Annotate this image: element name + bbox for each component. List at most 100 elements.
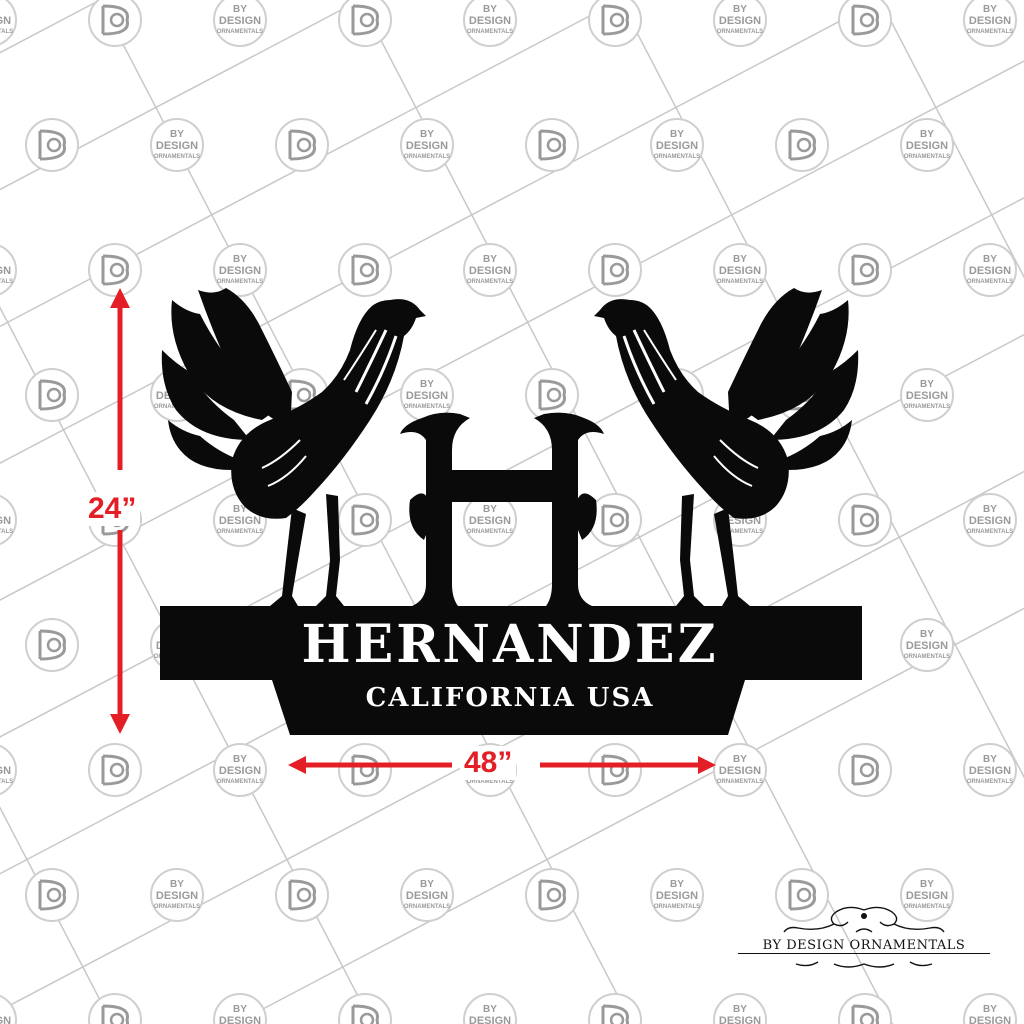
svg-text:DESIGN: DESIGN (219, 765, 261, 777)
height-dimension-arrow (110, 288, 130, 734)
svg-text:DESIGN: DESIGN (719, 15, 761, 27)
watermark-logo-icon (775, 118, 829, 172)
watermark-line (879, 0, 1024, 279)
svg-text:ORNAMENTALS: ORNAMENTALS (404, 904, 450, 910)
svg-text:ORNAMENTALS: ORNAMENTALS (717, 279, 763, 285)
svg-text:BY: BY (420, 379, 434, 390)
svg-text:DESIGN: DESIGN (469, 265, 511, 277)
watermark-logo-icon (775, 868, 829, 922)
sign-base-plate (160, 606, 862, 735)
svg-text:DESIGN: DESIGN (906, 890, 948, 902)
svg-text:BY: BY (233, 504, 247, 515)
svg-text:BY: BY (920, 879, 934, 890)
svg-text:BY: BY (733, 4, 747, 15)
svg-text:DESIGN: DESIGN (219, 515, 261, 527)
svg-text:ORNAMENTALS: ORNAMENTALS (154, 904, 200, 910)
watermark-logo-icon (88, 243, 142, 297)
svg-text:DESIGN: DESIGN (219, 265, 261, 277)
svg-text:BY: BY (483, 1004, 497, 1015)
svg-text:DESIGN: DESIGN (719, 765, 761, 777)
svg-text:ORNAMENTALS: ORNAMENTALS (904, 654, 950, 660)
rooster-right (594, 288, 859, 606)
svg-text:BY: BY (483, 4, 497, 15)
svg-text:DESIGN: DESIGN (406, 140, 448, 152)
svg-text:ORNAMENTALS: ORNAMENTALS (404, 404, 450, 410)
watermark-logo-icon (25, 868, 79, 922)
svg-text:DESIGN: DESIGN (969, 765, 1011, 777)
svg-text:BY: BY (733, 254, 747, 265)
svg-text:BY: BY (670, 129, 684, 140)
svg-text:ORNAMENTALS: ORNAMENTALS (654, 154, 700, 160)
svg-text:ORNAMENTALS: ORNAMENTALS (0, 279, 13, 285)
svg-text:DESIGN: DESIGN (969, 1015, 1011, 1024)
svg-text:ORNAMENTALS: ORNAMENTALS (467, 529, 513, 535)
svg-text:ORNAMENTALS: ORNAMENTALS (0, 779, 13, 785)
svg-text:DESIGN: DESIGN (0, 15, 11, 27)
watermark-logo-icon (25, 618, 79, 672)
svg-text:BY: BY (983, 1004, 997, 1015)
monogram-h (400, 412, 604, 606)
svg-text:DESIGN: DESIGN (156, 890, 198, 902)
svg-text:DESIGN: DESIGN (656, 140, 698, 152)
watermark-logo-icon (588, 493, 642, 547)
svg-text:ORNAMENTALS: ORNAMENTALS (0, 529, 13, 535)
svg-text:BY: BY (233, 254, 247, 265)
svg-text:ORNAMENTALS: ORNAMENTALS (217, 779, 263, 785)
ornament-flourish-icon (783, 906, 945, 968)
svg-text:DESIGN: DESIGN (969, 515, 1011, 527)
svg-text:BY: BY (983, 504, 997, 515)
watermark-logo-icon (88, 743, 142, 797)
svg-text:BY: BY (233, 1004, 247, 1015)
svg-text:DESIGN: DESIGN (406, 890, 448, 902)
watermark-logo-icon (838, 493, 892, 547)
svg-text:ORNAMENTALS: ORNAMENTALS (654, 904, 700, 910)
watermark-logo-icon (588, 243, 642, 297)
svg-text:DESIGN: DESIGN (0, 765, 11, 777)
watermark-logo-icon (88, 993, 142, 1024)
watermark-logo-icon (275, 118, 329, 172)
watermark-logo-icon (338, 0, 392, 47)
watermark-logo-icon (525, 118, 579, 172)
svg-text:BY: BY (920, 379, 934, 390)
svg-text:DESIGN: DESIGN (469, 515, 511, 527)
watermark-logo-icon (838, 743, 892, 797)
svg-text:DESIGN: DESIGN (656, 890, 698, 902)
svg-text:ORNAMENTALS: ORNAMENTALS (717, 529, 763, 535)
watermark-logo-icon (338, 493, 392, 547)
svg-text:DESIGN: DESIGN (469, 1015, 511, 1024)
watermark-logo-icon (25, 118, 79, 172)
svg-text:BY: BY (983, 4, 997, 15)
svg-text:ORNAMENTALS: ORNAMENTALS (0, 29, 13, 35)
svg-text:DESIGN: DESIGN (219, 1015, 261, 1024)
watermark-logo-icon (338, 993, 392, 1024)
svg-text:ORNAMENTALS: ORNAMENTALS (967, 279, 1013, 285)
watermark-logo-icon (525, 868, 579, 922)
height-label: 24” (84, 492, 141, 526)
watermark-logo-icon (838, 0, 892, 47)
svg-text:ORNAMENTALS: ORNAMENTALS (967, 779, 1013, 785)
svg-text:ORNAMENTALS: ORNAMENTALS (467, 779, 513, 785)
svg-text:ORNAMENTALS: ORNAMENTALS (467, 279, 513, 285)
